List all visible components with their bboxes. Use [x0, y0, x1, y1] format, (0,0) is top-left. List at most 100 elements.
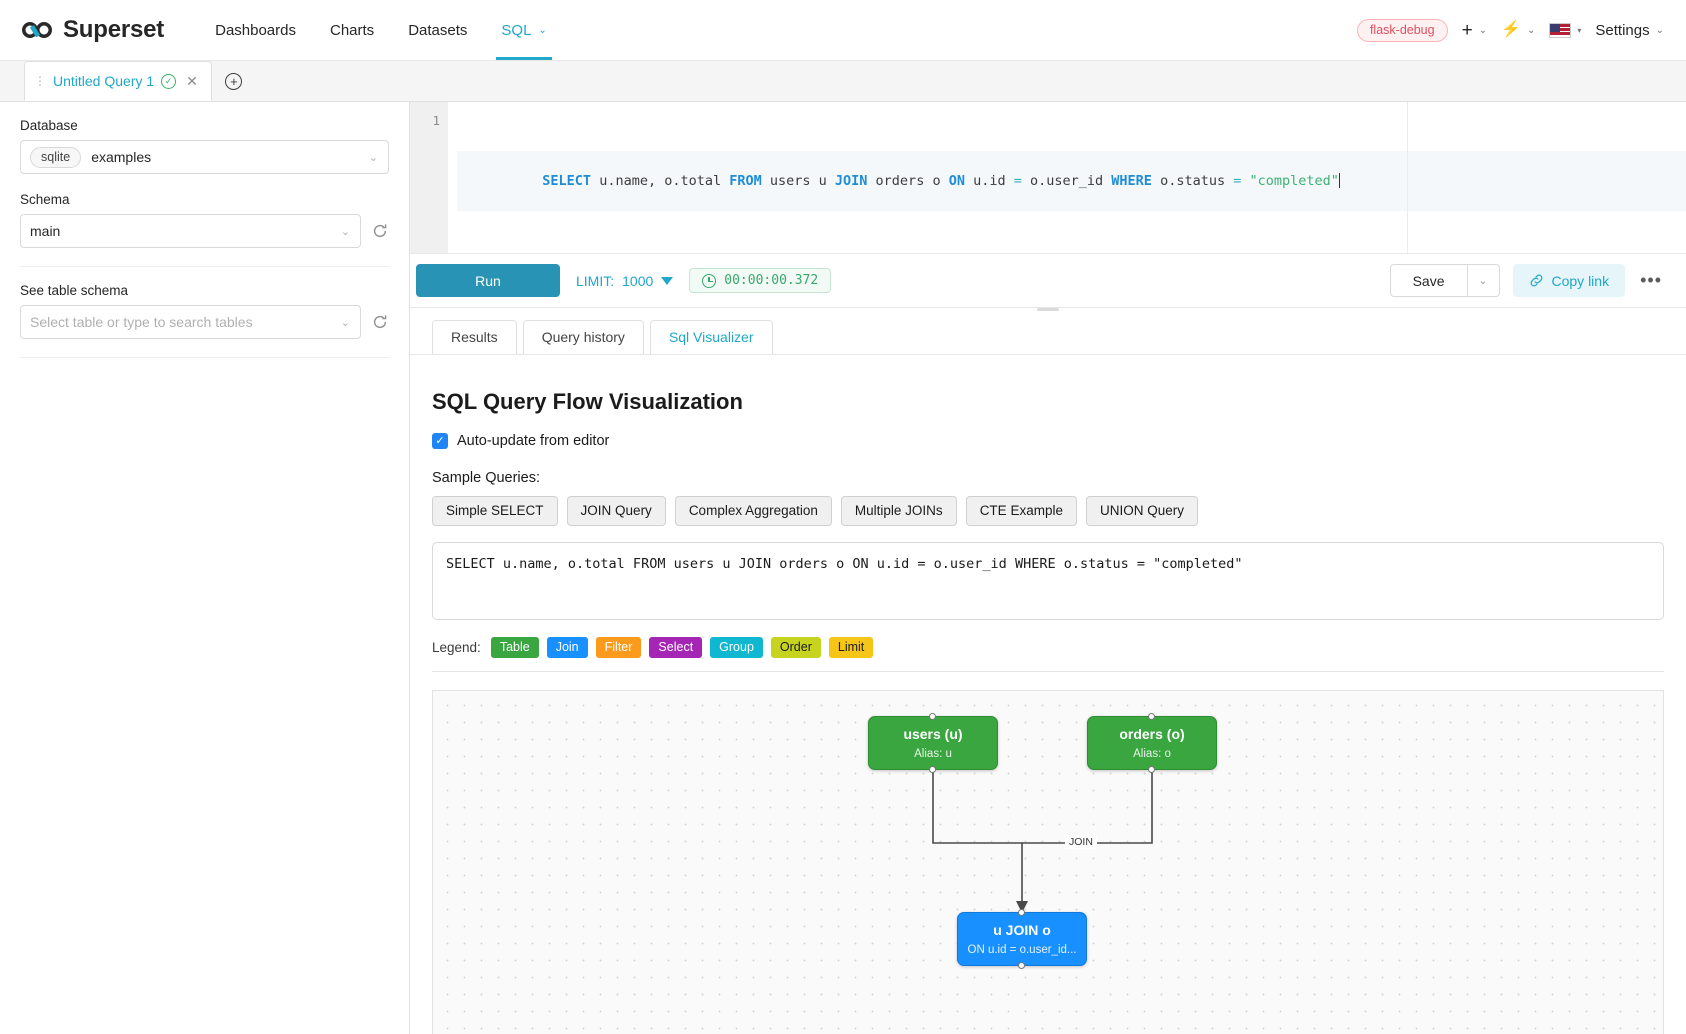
code-token: SELECT: [542, 173, 592, 189]
see-table-schema-label: See table schema: [20, 283, 129, 298]
query-tab-untitled-query-1[interactable]: ⋮ Untitled Query 1 ✓ ✕: [24, 61, 212, 101]
node-title: users (u): [903, 725, 963, 742]
node-port-bottom[interactable]: [1148, 766, 1155, 773]
sample-query-button[interactable]: UNION Query: [1085, 496, 1198, 526]
settings-menu[interactable]: Settings ⌄: [1595, 22, 1664, 39]
nav-label: Dashboards: [215, 21, 296, 39]
code-token: users u: [761, 173, 835, 189]
nav-label: Datasets: [408, 21, 468, 39]
result-tabs-underline: [410, 354, 1686, 355]
chevron-down-icon: ⌄: [368, 151, 378, 164]
sql-editor[interactable]: 1 SELECT u.name, o.total FROM users u JO…: [410, 102, 1686, 254]
sample-query-button[interactable]: Multiple JOINs: [840, 496, 957, 526]
language-selector[interactable]: ▾: [1549, 22, 1582, 38]
graph-node-users[interactable]: users (u) Alias: u: [868, 713, 998, 773]
sample-query-button[interactable]: JOIN Query: [566, 496, 666, 526]
sample-query-button[interactable]: Complex Aggregation: [674, 496, 832, 526]
schema-select[interactable]: main ⌄: [20, 214, 361, 248]
database-engine-chip: sqlite: [30, 146, 82, 168]
node-subtitle: Alias: o: [1133, 748, 1171, 761]
node-subtitle: ON u.id = o.user_id...: [967, 944, 1077, 957]
node-port-bottom[interactable]: [1018, 962, 1025, 969]
refresh-schema-icon[interactable]: [371, 222, 389, 240]
nav-link-datasets[interactable]: Datasets: [391, 0, 484, 60]
schema-label: Schema: [20, 192, 70, 207]
flask-debug-badge: flask-debug: [1356, 18, 1448, 42]
graph-node-orders[interactable]: orders (o) Alias: o: [1087, 713, 1217, 773]
code-token: orders o: [867, 173, 949, 189]
table-select[interactable]: Select table or type to search tables ⌄: [20, 305, 361, 339]
timer-value: 00:00:00.372: [724, 273, 819, 288]
tab-sql-visualizer[interactable]: Sql Visualizer: [649, 320, 773, 354]
nav-link-charts[interactable]: Charts: [313, 0, 391, 60]
tab-results[interactable]: Results: [432, 320, 517, 354]
sample-queries-row: Simple SELECT JOIN Query Complex Aggregati…: [432, 496, 1664, 526]
result-tabs: Results Query history Sql Visualizer: [410, 308, 1686, 354]
editor-print-margin: [1407, 102, 1408, 253]
nav-label: SQL: [501, 21, 532, 39]
code-token: JOIN: [834, 173, 868, 189]
settings-label: Settings: [1595, 21, 1650, 39]
node-port-bottom[interactable]: [929, 766, 936, 773]
line-number: 1: [432, 113, 440, 128]
triangle-down-icon: ▾: [1577, 25, 1582, 35]
code-token: =: [1233, 173, 1242, 189]
auto-update-checkbox[interactable]: ✓: [432, 433, 448, 449]
nav-link-dashboards[interactable]: Dashboards: [198, 0, 313, 60]
tab-query-history[interactable]: Query history: [522, 320, 644, 354]
link-icon: [1530, 274, 1542, 287]
code-token: FROM: [729, 173, 762, 189]
node-title: orders (o): [1119, 725, 1185, 742]
top-navbar: Superset Dashboards Charts Datasets SQL …: [0, 0, 1686, 61]
editor-gutter: 1: [410, 102, 448, 253]
auto-update-row[interactable]: ✓ Auto-update from editor: [432, 433, 1664, 449]
superset-logo[interactable]: Superset: [20, 16, 164, 44]
legend-item: Join: [546, 637, 588, 658]
query-timer: 00:00:00.372: [689, 268, 832, 293]
database-select[interactable]: sqlite examples ⌄: [20, 140, 389, 174]
limit-dropdown[interactable]: LIMIT: 1000: [576, 273, 674, 289]
node-port-top[interactable]: [1018, 909, 1025, 916]
save-dropdown-button[interactable]: ⌄: [1467, 264, 1500, 297]
code-token: o.status: [1151, 173, 1234, 189]
node-subtitle: Alias: u: [914, 748, 952, 761]
check-circle-icon: ✓: [161, 73, 177, 89]
nav-link-sql[interactable]: SQL ⌄: [484, 0, 563, 60]
panel-resize-handle[interactable]: [1037, 308, 1059, 311]
brand-name: Superset: [63, 16, 165, 43]
bolt-menu-button[interactable]: ⚡ ⌄: [1501, 22, 1535, 38]
chevron-down-icon: ⌄: [1478, 24, 1488, 36]
left-panel: Database sqlite examples ⌄ Schema main ⌄…: [0, 102, 410, 1034]
toolbar-right-actions: Save ⌄ Copy link •••: [1389, 264, 1664, 297]
legend-item: Select: [649, 637, 703, 658]
query-tab-strip: ⋮ Untitled Query 1 ✓ ✕ +: [0, 61, 1686, 102]
schema-row: main ⌄: [20, 214, 389, 248]
editor-code-area[interactable]: SELECT u.name, o.total FROM users u JOIN…: [448, 102, 1686, 253]
drag-handle-icon[interactable]: ⋮: [34, 74, 46, 88]
navbar-right: flask-debug + ⌄ ⚡ ⌄ ▾ Settings ⌄: [1356, 18, 1664, 42]
sample-query-button[interactable]: CTE Example: [965, 496, 1077, 526]
node-port-top[interactable]: [1148, 713, 1155, 720]
copy-link-button[interactable]: Copy link: [1512, 264, 1626, 297]
bolt-icon: ⚡: [1501, 21, 1521, 38]
run-button[interactable]: Run: [416, 264, 560, 297]
left-panel-divider: [20, 266, 389, 267]
chevron-down-icon: ⌄: [1655, 24, 1664, 36]
graph-edges: [932, 770, 1153, 913]
chevron-down-icon: ⌄: [538, 24, 547, 36]
left-panel-divider-2: [20, 357, 389, 358]
chevron-down-icon: ⌄: [340, 316, 350, 329]
save-button[interactable]: Save: [1389, 264, 1468, 297]
code-token: u.name, o.total: [591, 173, 730, 189]
new-item-button[interactable]: + ⌄: [1462, 21, 1488, 40]
add-query-tab-button[interactable]: +: [212, 61, 256, 101]
close-icon[interactable]: ✕: [186, 72, 198, 89]
more-options-icon[interactable]: •••: [1640, 270, 1662, 290]
sample-query-button[interactable]: Simple SELECT: [432, 496, 558, 526]
legend-label: Legend:: [432, 640, 481, 655]
refresh-tables-icon[interactable]: [371, 313, 389, 331]
node-port-top[interactable]: [929, 713, 936, 720]
query-input[interactable]: [432, 542, 1664, 620]
